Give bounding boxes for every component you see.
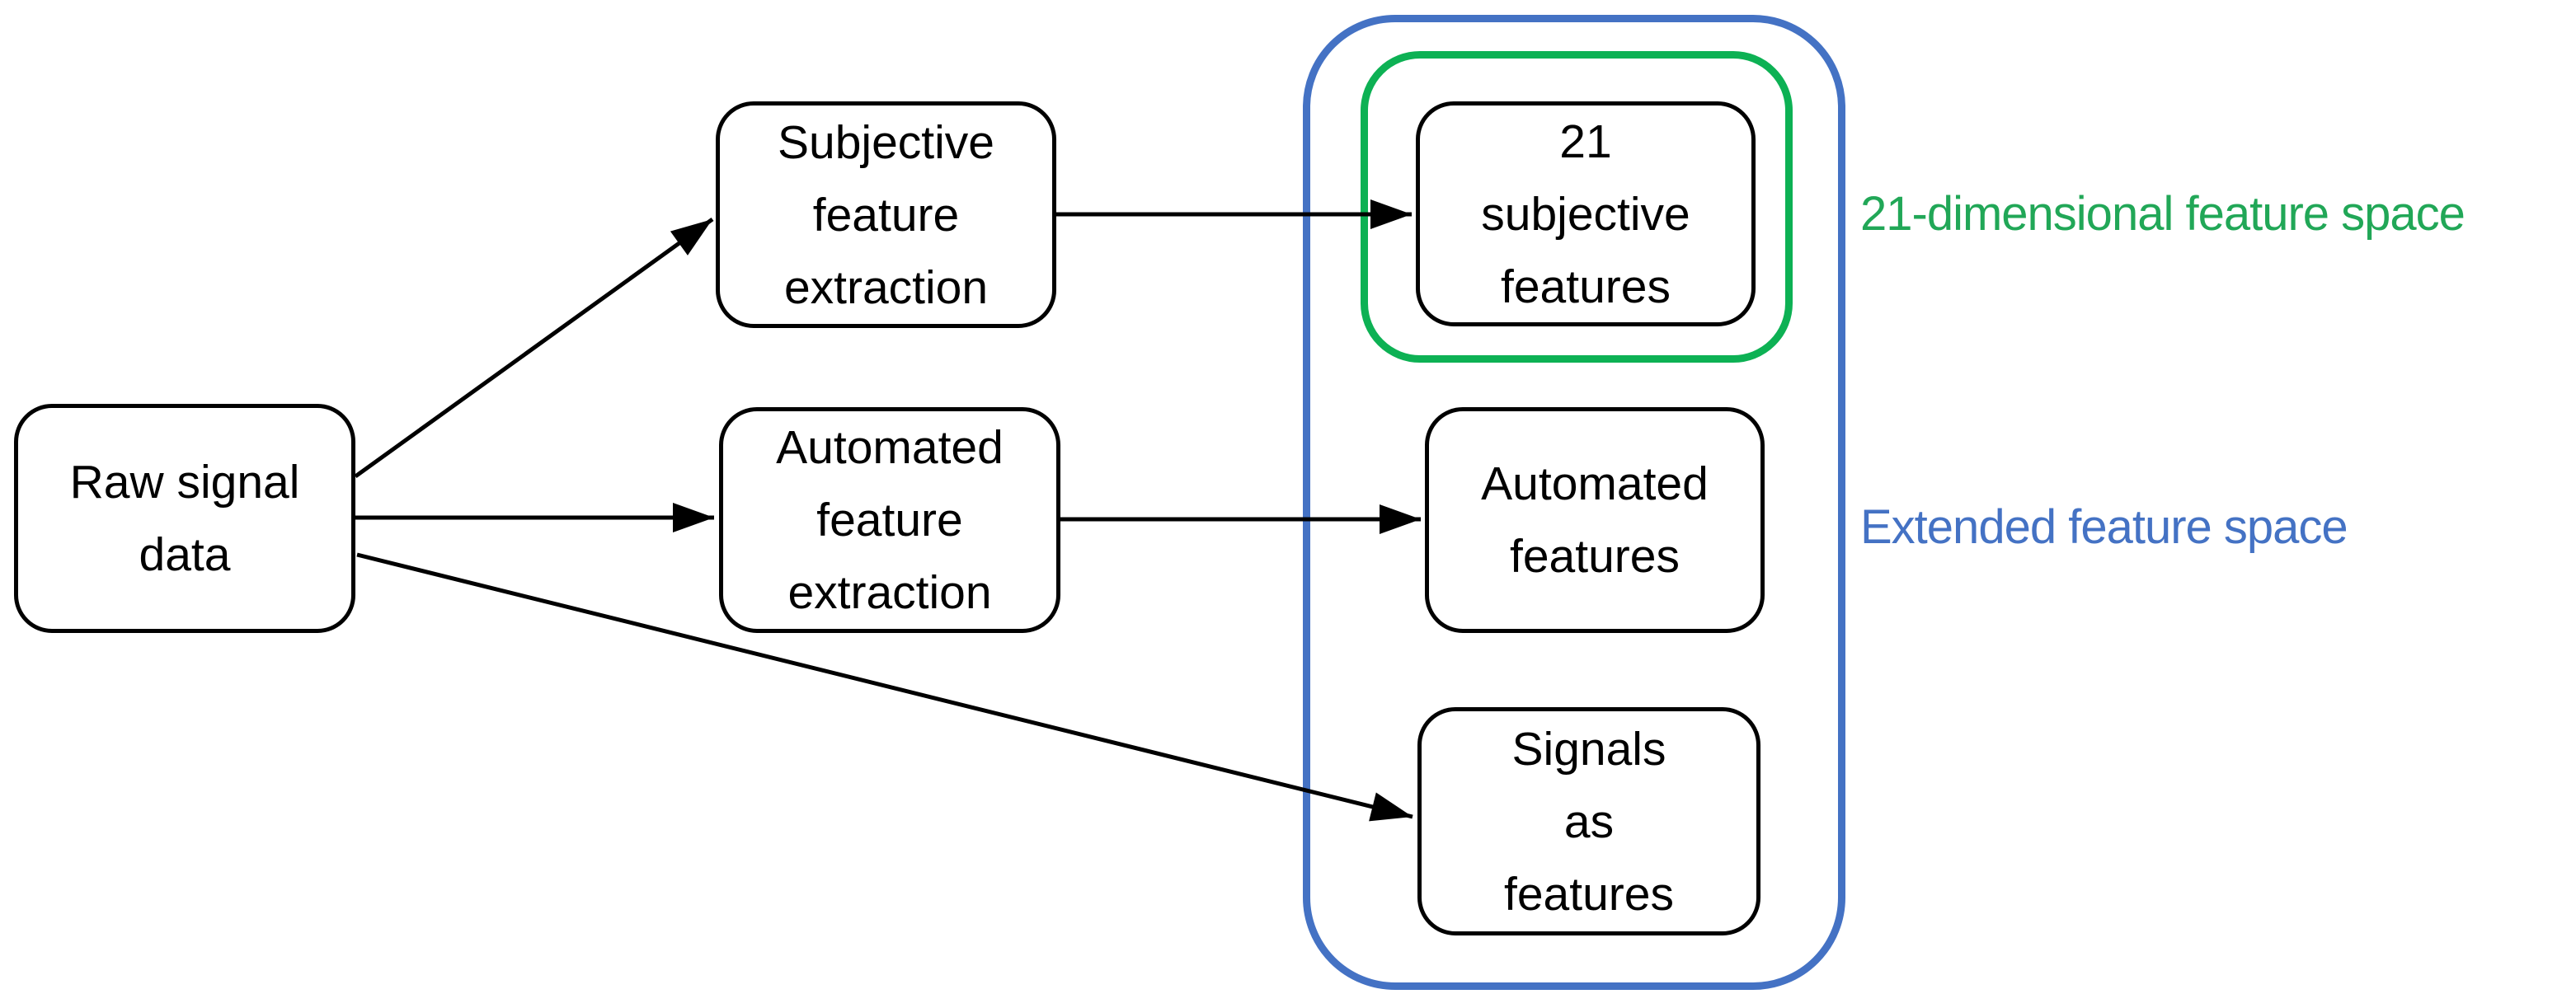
node-subjective-feature-extraction: Subjective feature extraction: [716, 101, 1056, 328]
extended-feature-space-outline: [1303, 15, 1845, 990]
arrow-raw-to-signals-as-features: [356, 552, 1413, 822]
label-extended-feature-space: Extended feature space: [1860, 500, 2348, 554]
arrow-raw-to-subjective-extraction: [354, 217, 714, 479]
node-raw-signal-data: Raw signal data: [14, 404, 355, 633]
label-21-dimensional-feature-space: 21-dimensional feature space: [1860, 187, 2466, 241]
node-automated-features: Automated features: [1425, 407, 1765, 633]
node-signals-as-features: Signals as features: [1417, 707, 1760, 935]
node-automated-feature-extraction: Automated feature extraction: [719, 407, 1060, 633]
node-21-subjective-features: 21 subjective features: [1416, 101, 1756, 326]
21-dimensional-feature-space-outline: [1361, 51, 1793, 363]
